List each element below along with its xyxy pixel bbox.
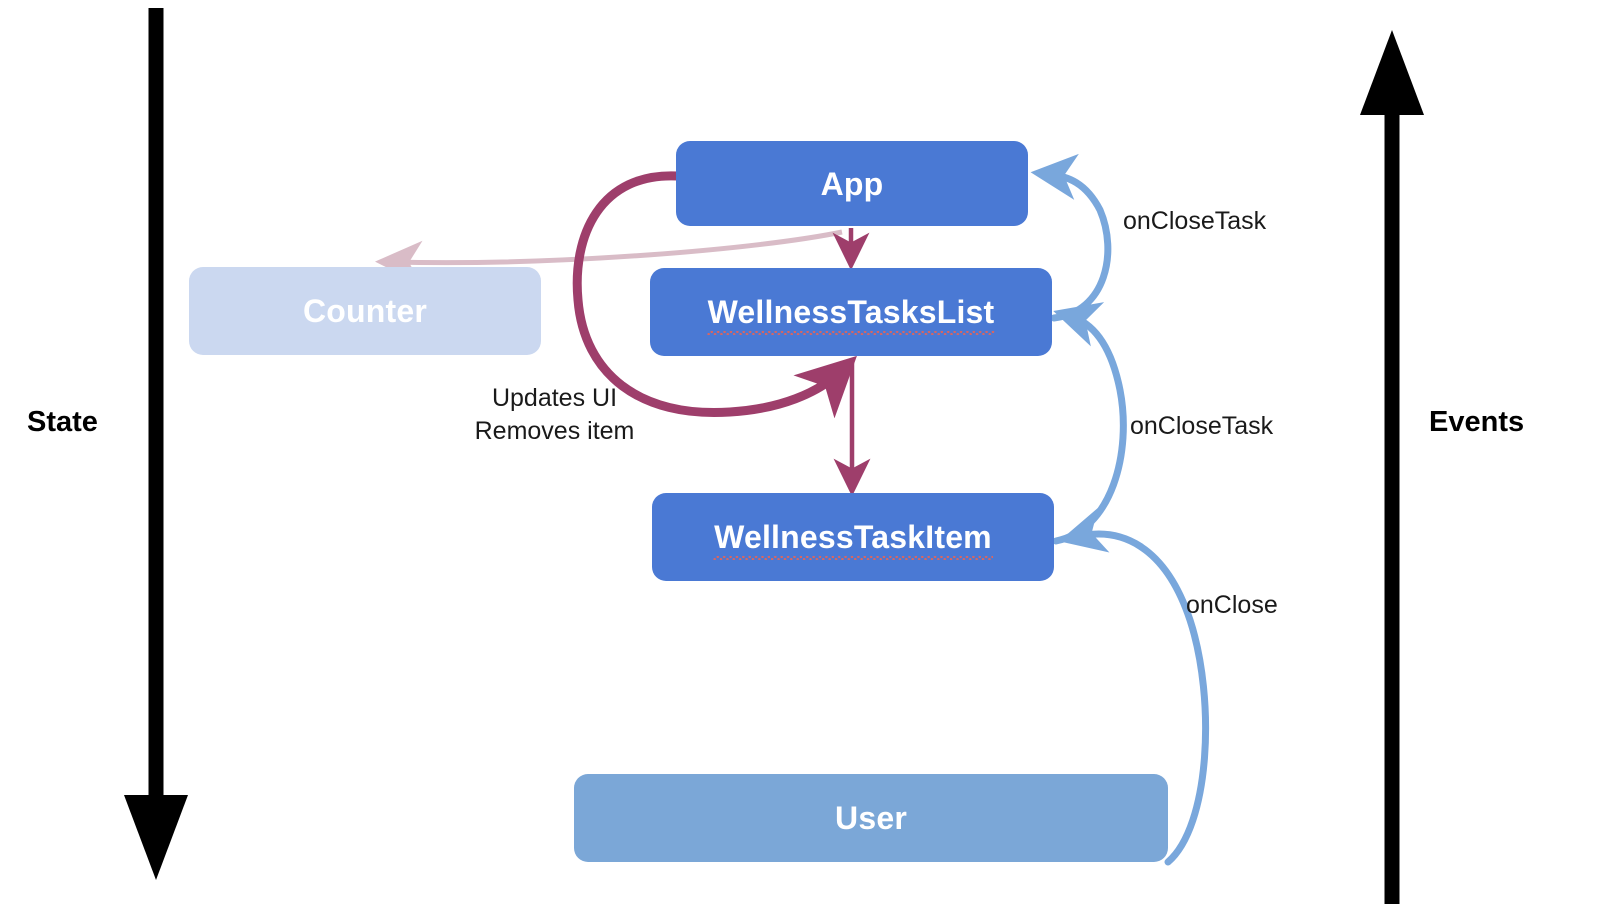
node-wellnesstaskslist-label: WellnessTasksList (706, 294, 996, 335)
edge-item-to-list (1052, 302, 1127, 545)
node-app-label: App (820, 165, 884, 202)
state-axis-label: State (27, 406, 98, 438)
edge-label-updates-ui-line1: Updates UI (491, 384, 618, 412)
node-user-label: User (835, 800, 907, 836)
events-axis-label: Events (1429, 406, 1525, 438)
edge-label-updates-ui: Updates UI Removes item (452, 382, 657, 448)
edge-label-onclose-user-to-item: onClose (1186, 591, 1278, 619)
edge-list-to-app (1030, 153, 1112, 322)
edge-label-onclosetask-item-to-list: onCloseTask (1130, 412, 1274, 440)
node-wellnesstaskitem-label: WellnessTaskItem (713, 519, 993, 560)
events-axis-arrow (1360, 30, 1424, 904)
node-wellnesstaskslist[interactable]: WellnessTasksList (650, 268, 1052, 356)
node-wellnesstaskitem[interactable]: WellnessTaskItem (652, 493, 1054, 581)
state-axis-arrow (124, 8, 188, 880)
node-counter[interactable]: Counter (189, 267, 541, 355)
node-user[interactable]: User (574, 774, 1168, 862)
edge-label-onclosetask-list-to-app: onCloseTask (1123, 207, 1267, 235)
node-counter-label: Counter (302, 293, 428, 329)
edge-label-removes-item-line2: Removes item (474, 417, 635, 445)
edge-app-to-counter (375, 229, 843, 285)
node-app[interactable]: App (676, 141, 1028, 226)
